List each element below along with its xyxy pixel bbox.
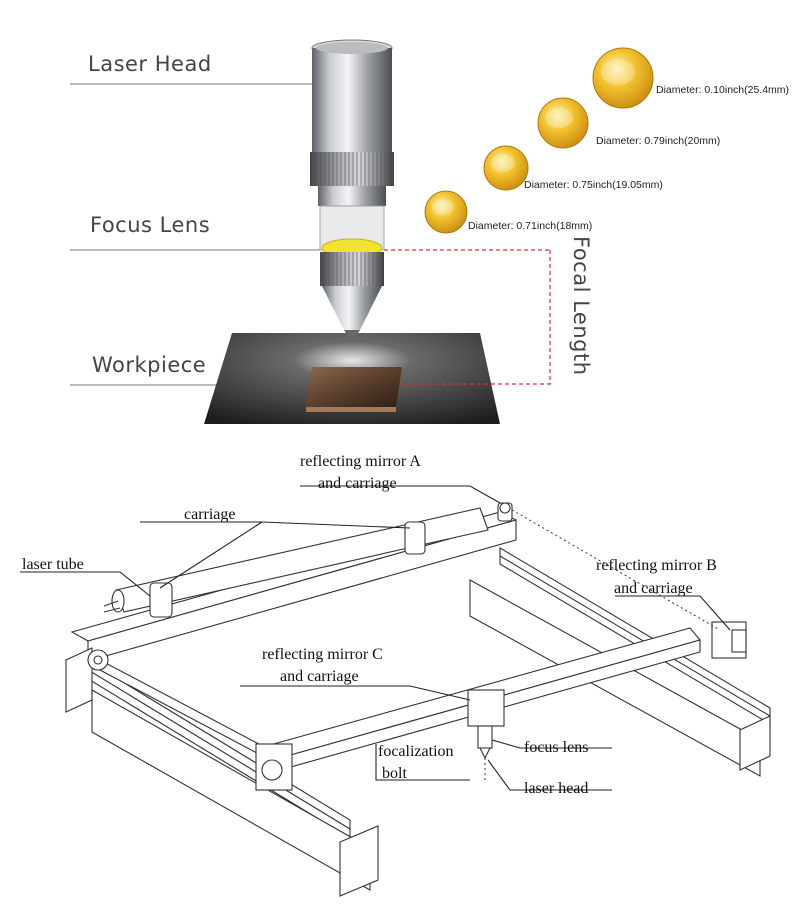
focal-length-label: Focal Length xyxy=(569,236,593,376)
workpiece-label: Workpiece xyxy=(92,353,206,377)
mirror-b-label-line2: and carriage xyxy=(614,580,693,597)
laser-tube-label: laser tube xyxy=(22,556,84,573)
laser-head-part-label: laser head xyxy=(524,780,588,797)
laser-head-diagram: Laser Head Focus Lens Workpiece Focal Le… xyxy=(70,39,789,424)
focus-lens-label: Focus Lens xyxy=(90,213,210,237)
laser-head-tube xyxy=(312,48,392,156)
focalization-bolt-label-line2: bolt xyxy=(382,765,407,782)
lens-20mm xyxy=(537,97,589,149)
lens-25mm xyxy=(592,47,654,109)
carriage-label: carriage xyxy=(184,506,236,523)
mirror-a-label-line2: and carriage xyxy=(318,475,397,492)
mirror-a-label: reflecting mirror A xyxy=(300,453,421,470)
machine-frame-diagram: reflecting mirror A and carriage carriag… xyxy=(20,453,771,897)
focus-lens-part-label: focus lens xyxy=(524,739,588,756)
mirror-c-label-line2: and carriage xyxy=(280,668,359,685)
focalization-bolt-label: focalization xyxy=(378,743,454,760)
mirror-b-label: reflecting mirror B xyxy=(596,557,717,574)
lens-18mm xyxy=(424,190,468,234)
lens-19mm xyxy=(483,145,529,191)
laser-nozzle xyxy=(322,286,382,330)
laser-head-label: Laser Head xyxy=(88,52,212,76)
mirror-c-label: reflecting mirror C xyxy=(262,646,383,663)
workpiece-block xyxy=(306,367,402,407)
lens-18mm-label: Diameter: 0.71inch(18mm) xyxy=(468,220,592,232)
lens-20mm-label: Diameter: 0.79inch(20mm) xyxy=(596,135,720,147)
lens-25mm-label: Diameter: 0.10inch(25.4mm) xyxy=(656,84,789,96)
lens-19mm-label: Diameter: 0.75inch(19.05mm) xyxy=(524,179,663,191)
